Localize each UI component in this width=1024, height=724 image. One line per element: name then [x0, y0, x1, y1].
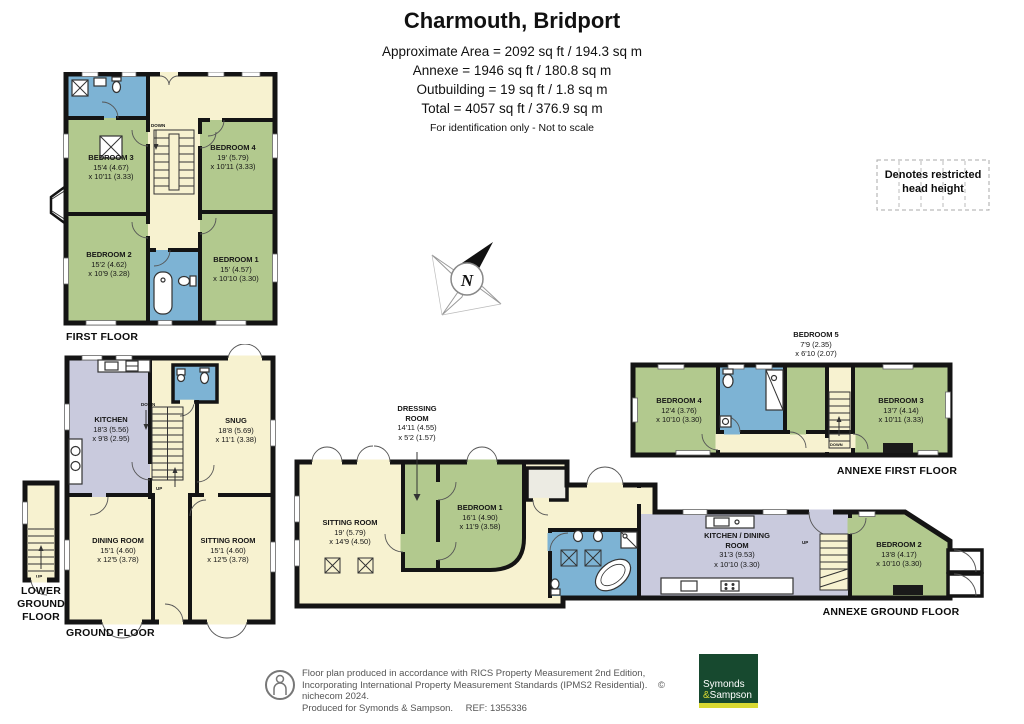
bedroom2-door-right-2 [946, 572, 984, 598]
bedroom2-door-right-1 [946, 548, 984, 574]
room-label-gf-sitting: SITTING ROOM 15'1 (4.60) x 12'5 (3.78) [200, 536, 256, 564]
annexe-porch [525, 466, 569, 502]
logo-yellow-bar [699, 703, 758, 708]
ground-floor-plan: DOWN UP [64, 344, 276, 639]
room-label-ag-bedroom2: BEDROOM 2 13'8 (4.17) x 10'10 (3.30) [876, 540, 922, 568]
bathroom-fixtures [153, 271, 197, 315]
room-label-ag-dressing: DRESSING ROOM 14'11 (4.55) x 5'2 (1.57) [397, 404, 437, 442]
footer-disclaimer: Floor plan produced in accordance with R… [302, 668, 702, 714]
symonds-sampson-logo: Symonds &Sampson [699, 654, 758, 708]
annexe-first-bathroom-fixtures [719, 368, 784, 428]
bedroom3-wardrobe [99, 135, 123, 159]
area-line-annexe: Annexe = 1946 sq ft / 180.8 sq m [412, 63, 612, 78]
room-label-ag-kitchen-dining: KITCHEN / DINING ROOM 31'3 (9.53) x 10'1… [704, 531, 770, 569]
room-label-af-bedroom3: BEDROOM 3 13'7 (4.14) x 10'11 (3.33) [878, 396, 924, 424]
room-label-af-bedroom5: BEDROOM 5 7'9 (2.35) x 6'10 (2.07) [793, 330, 839, 358]
annexe-first-stairs-down-label: DOWN [830, 442, 843, 447]
footer-line3: Produced for Symonds & Sampson. REF: 135… [302, 702, 527, 714]
bedroom2-bed [893, 585, 923, 595]
footer-line2: Incorporating International Property Mea… [302, 679, 665, 703]
compass: N [431, 242, 502, 316]
annexe-dressing-bedroom1-area [403, 464, 524, 570]
annexe-bedroom2-area [850, 514, 948, 596]
area-line-outbuilding: Outbuilding = 19 sq ft / 1.8 sq m [416, 82, 608, 97]
annexe-bathroom-fixtures [550, 529, 638, 596]
ground-floor-label: GROUND FLOOR [66, 627, 155, 639]
annexe-first-bedroom4-area [635, 367, 718, 453]
footer-line1: Floor plan produced in accordance with R… [302, 668, 646, 679]
room-label-ff-bedroom2: BEDROOM 2 15'2 (4.62) x 10'9 (3.28) [86, 250, 132, 278]
ground-floor-stairs-up-label: UP [156, 486, 162, 491]
ground-floor-stairs-down-label: DOWN [141, 402, 155, 407]
footer-copyright: © nichecom 2024. [302, 679, 665, 703]
room-label-ff-bedroom4: BEDROOM 4 19' (5.79) x 10'11 (3.33) [210, 143, 256, 171]
dressing-room-pointer [413, 494, 421, 501]
room-label-ag-sitting: SITTING ROOM 19' (5.79) x 14'9 (4.50) [322, 518, 378, 546]
annexe-kitchen-fixtures [660, 515, 794, 595]
logo-name-line1: Symonds [703, 679, 745, 690]
lower-ground-floor-label: LOWER GROUND FLOOR [17, 585, 65, 623]
annexe-ground-floor-label: ANNEXE GROUND FLOOR [822, 606, 960, 618]
room-label-gf-dining: DINING ROOM 15'1 (4.60) x 12'5 (3.78) [92, 536, 144, 564]
annexe-first-floor-plan: DOWN [630, 362, 953, 458]
header: Charmouth, Bridport Approximate Area = 2… [0, 8, 1024, 134]
room-label-ag-bedroom1: BEDROOM 1 16'1 (4.90) x 11'9 (3.58) [457, 503, 503, 531]
lower-ground-floor-plan: UP [22, 480, 60, 596]
disclaimer-note: For identification only - Not to scale [430, 122, 594, 134]
annexe-stairs-up-label: UP [802, 540, 808, 545]
room-label-gf-kitchen: KITCHEN 18'3 (5.56) x 9'8 (2.95) [92, 415, 130, 443]
room-label-ff-bedroom3: BEDROOM 3 15'4 (4.67) x 10'11 (3.33) [88, 153, 134, 181]
annexe-first-floor-label: ANNEXE FIRST FLOOR [836, 465, 958, 477]
annexe-ground-floor-plan: UP [294, 445, 984, 609]
legend-text: Denotes restricted head height [884, 169, 982, 195]
first-floor-bedroom3-area [68, 118, 148, 214]
sitting-room-rooflights [324, 557, 374, 574]
lower-ground-stairs-up-label: UP [36, 574, 42, 579]
person-scale-icon [265, 670, 295, 700]
annexe-first-bedroom5-area [785, 367, 827, 432]
legend-hatch [876, 159, 990, 211]
wc-fixtures [176, 367, 210, 385]
restricted-head-height-legend: Denotes restricted head height [875, 158, 991, 212]
first-floor-bedroom1-area [200, 212, 275, 323]
area-line-total: Total = 4057 sq ft / 376.9 sq m [421, 101, 603, 116]
annexe-first-bedroom3-area [853, 367, 948, 453]
logo-name-line2: &Sampson [703, 689, 752, 701]
area-line-approximate: Approximate Area = 2092 sq ft / 194.3 sq… [381, 44, 643, 59]
first-floor-bedroom2-area [68, 214, 148, 323]
page-title: Charmouth, Bridport [403, 8, 621, 33]
kitchen-fixtures [68, 359, 151, 485]
room-label-ff-bedroom1: BEDROOM 1 15' (4.57) x 10'10 (3.30) [213, 255, 259, 283]
first-floor-label: FIRST FLOOR [66, 331, 139, 343]
first-floor-stairs-down-label: DOWN [151, 123, 165, 128]
room-label-af-bedroom4: BEDROOM 4 12'4 (3.76) x 10'10 (3.30) [656, 396, 702, 424]
bedroom3-bed [883, 443, 913, 453]
compass-north-label: N [460, 271, 474, 290]
room-label-gf-snug: SNUG 18'8 (5.69) x 11'1 (3.38) [215, 416, 257, 444]
shower-room-fixtures [71, 76, 122, 97]
first-floor-plan: DOWN [49, 72, 278, 326]
footer-ref: REF: 1355336 [465, 702, 527, 714]
